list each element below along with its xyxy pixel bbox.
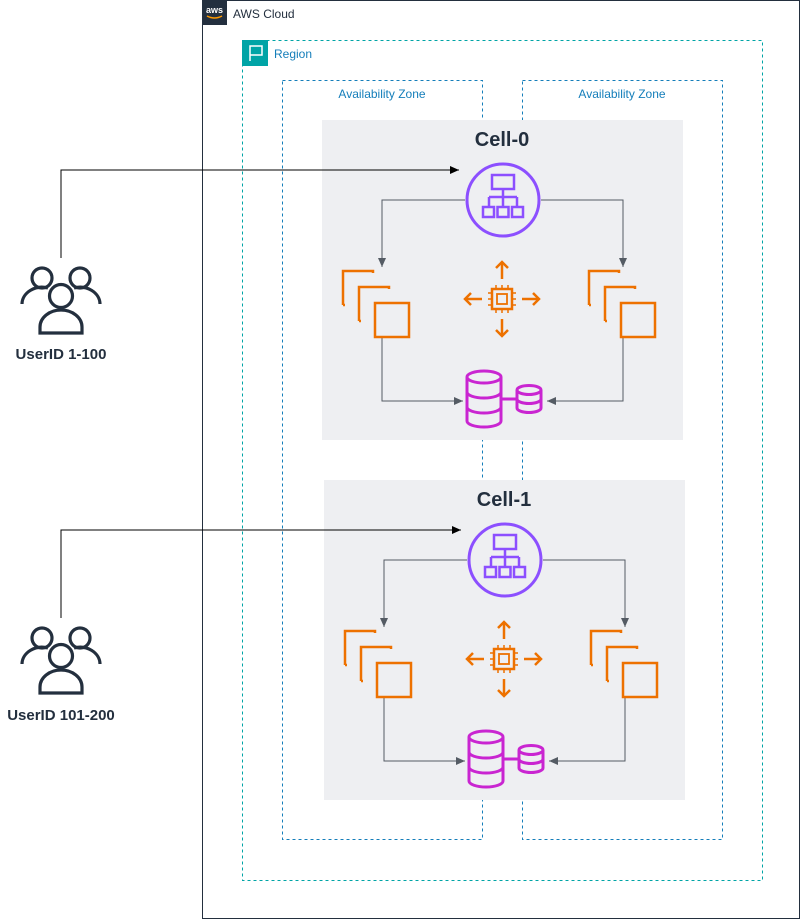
aws-cloud-group: aws AWS Cloud [202, 0, 800, 919]
edge-lb-to-instances-right [541, 199, 627, 267]
availability-zone-1: Availability Zone [282, 80, 483, 840]
availability-zone-label: Availability Zone [578, 87, 665, 101]
cell-0[interactable]: Cell-0 [322, 120, 683, 440]
edge-instances-left-to-db [383, 698, 465, 765]
edge-instances-right-to-db [547, 338, 624, 405]
edge-lb-to-instances-right [543, 559, 629, 627]
edge-lb-to-instances-left [380, 559, 467, 627]
cell-title: Cell-0 [475, 129, 529, 151]
edge-users-to-cell-0 [60, 166, 459, 258]
edge-lb-to-instances-left [378, 199, 465, 267]
cell-1[interactable]: Cell-1 [324, 480, 685, 800]
user-group-label: UserID 101-200 [7, 707, 115, 724]
region-flag-icon [242, 40, 268, 66]
aws-logo-icon: aws [202, 0, 227, 25]
region-group: Region [242, 40, 763, 881]
availability-zone-2: Availability Zone [522, 80, 723, 840]
user-group-label: UserID 1-100 [16, 346, 107, 363]
availability-zone-label: Availability Zone [338, 87, 425, 101]
edge-users-to-cell-1 [60, 526, 461, 618]
cell-title: Cell-1 [477, 489, 531, 511]
svg-text:aws: aws [206, 5, 223, 15]
users-icon[interactable] [20, 266, 102, 335]
user-group-1[interactable]: UserID 1-100 [16, 266, 107, 363]
aws-cloud-title: AWS Cloud [233, 7, 295, 21]
edge-instances-left-to-db [381, 338, 463, 405]
region-label: Region [274, 47, 312, 61]
user-group-2[interactable]: UserID 101-200 [7, 626, 115, 724]
edge-instances-right-to-db [549, 698, 626, 765]
users-icon[interactable] [20, 626, 102, 695]
